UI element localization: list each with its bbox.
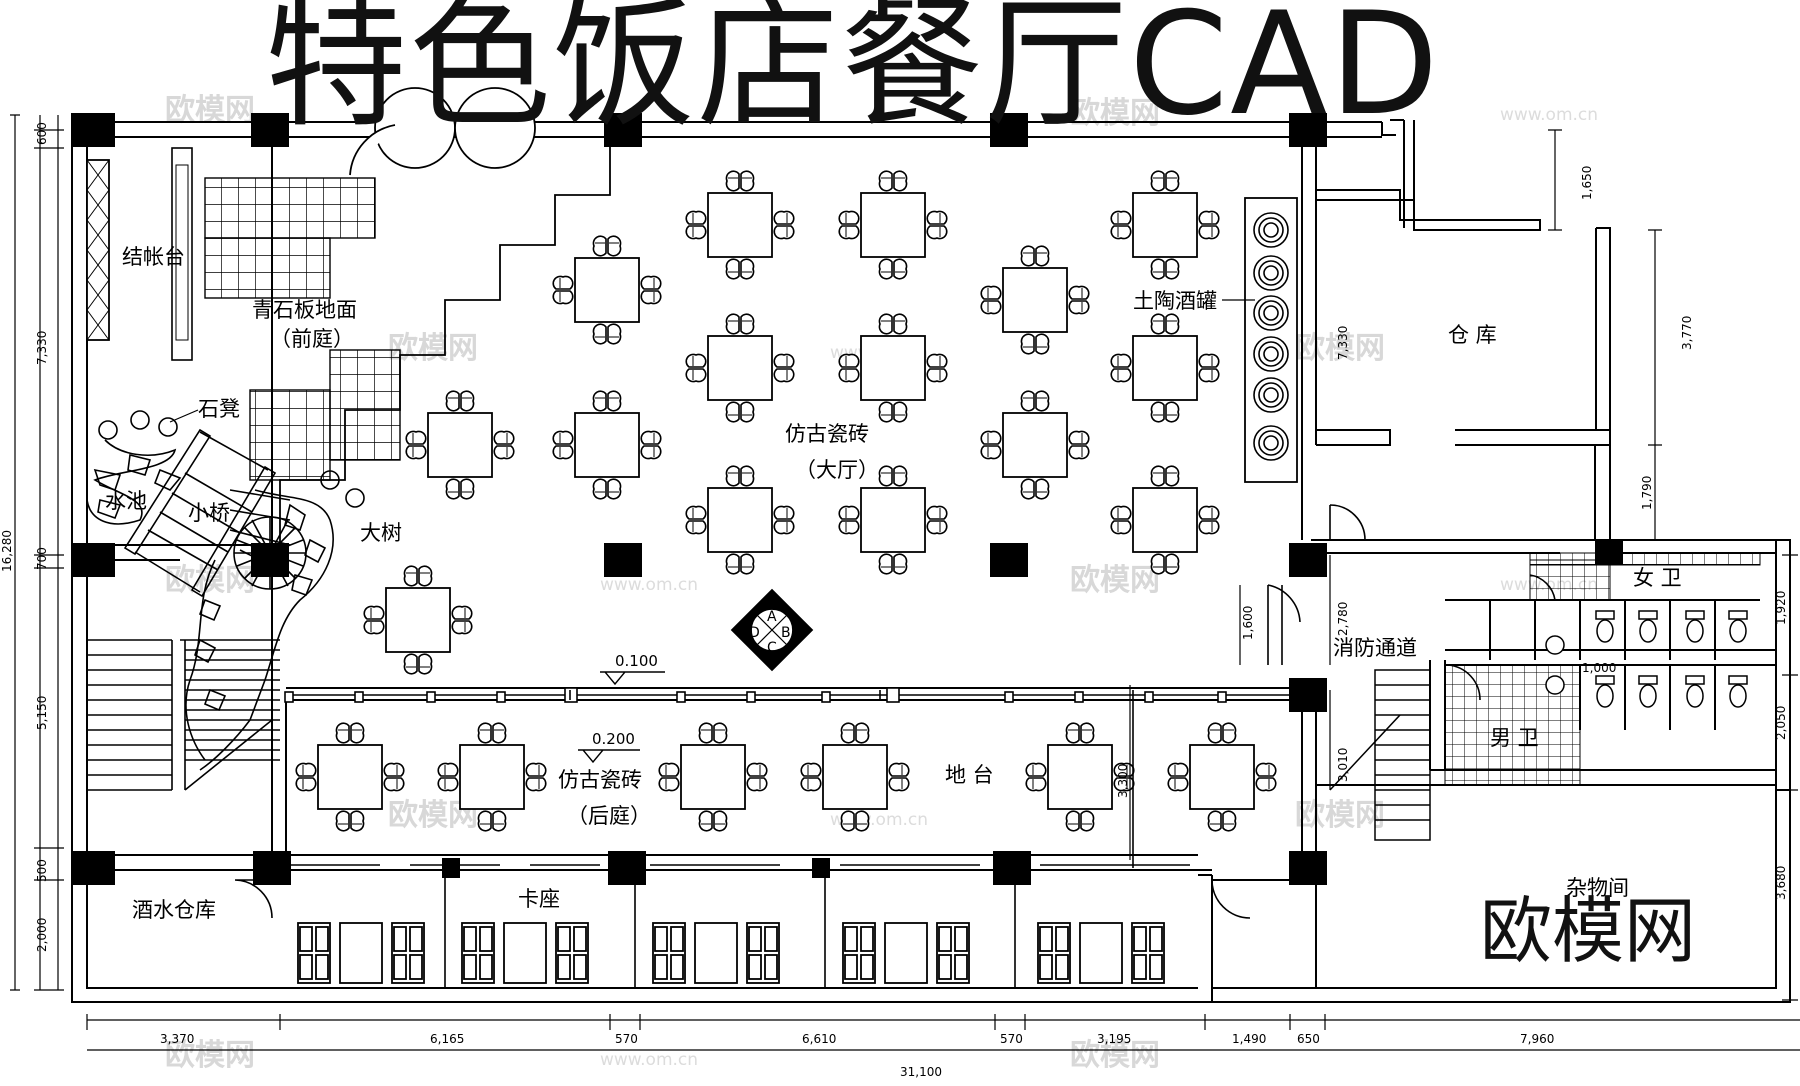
label-pond: 水池 xyxy=(105,489,147,513)
watermark: 欧模网 xyxy=(1295,798,1385,833)
label-stage: 地 台 xyxy=(945,763,994,787)
dim-bottom-7: 1,490 xyxy=(1232,1032,1266,1046)
label-booth: 卡座 xyxy=(518,887,560,911)
back-rail xyxy=(284,687,1290,868)
dim-right-top-3: 1,790 xyxy=(1640,476,1654,510)
dim-right-3: 3,680 xyxy=(1774,866,1788,900)
dim-inner-2: 1,600 xyxy=(1241,606,1255,640)
toilets xyxy=(1545,610,1748,708)
brand-logo-text: 欧模网 xyxy=(1480,889,1697,973)
dim-inner-3: 2,780 xyxy=(1336,602,1350,636)
label-women-wc: 女 卫 xyxy=(1633,566,1682,590)
dim-right-1: 1,920 xyxy=(1774,591,1788,625)
label-fire-exit: 消防通道 xyxy=(1333,636,1417,660)
label-stool: 石凳 xyxy=(198,397,240,421)
dim-left-total: 16,280 xyxy=(0,530,14,572)
entrance-doors xyxy=(349,87,536,176)
compass xyxy=(730,588,814,672)
cashier-counter xyxy=(86,159,110,341)
dim-left-1: 600 xyxy=(35,122,49,145)
paving-grid xyxy=(204,237,331,299)
garden xyxy=(86,410,365,791)
dimension-lines xyxy=(10,114,1800,1051)
watermark: 欧模网 xyxy=(1070,1038,1160,1073)
dim-inner-5: 3,300 xyxy=(1116,764,1130,798)
label-cashier: 结帐台 xyxy=(122,245,185,269)
cashier-hatch xyxy=(86,159,110,341)
dim-left-2: 7,330 xyxy=(35,331,49,365)
dim-bottom-8: 650 xyxy=(1297,1032,1320,1046)
watermark: 欧模网 xyxy=(1070,96,1160,131)
booths xyxy=(297,870,1165,988)
label-back-court: 仿古瓷砖 xyxy=(558,768,642,792)
label-bridge: 小桥 xyxy=(188,501,230,525)
watermark: 欧模网 xyxy=(388,331,478,366)
dim-left-5: 500 xyxy=(35,859,49,882)
wc-tiles xyxy=(1529,552,1761,566)
dim-inner-6: 3,010 xyxy=(1336,748,1350,782)
label-storage: 杂物间 xyxy=(1566,876,1629,900)
label-hall-sub: （大厅） xyxy=(795,458,879,482)
paving-grid xyxy=(329,349,401,461)
dim-inner-4: 1,000 xyxy=(1582,661,1616,675)
dim-bottom-5: 570 xyxy=(1000,1032,1023,1046)
tree-symbol xyxy=(233,516,307,590)
dim-bottom-4: 6,610 xyxy=(802,1032,836,1046)
compass-a: A xyxy=(767,609,777,625)
level-markers xyxy=(578,671,665,764)
page-title: 特色饭店餐厅CAD xyxy=(265,0,1441,147)
label-men-wc: 男 卫 xyxy=(1490,726,1539,750)
wc-tiles xyxy=(1529,559,1611,601)
label-tree: 大树 xyxy=(360,521,402,545)
dim-inner-1: 7,330 xyxy=(1336,326,1350,360)
fire-stair xyxy=(1329,669,1431,841)
cashier-shelf-inner xyxy=(175,164,189,341)
label-front-court-sub: （前庭） xyxy=(270,327,354,351)
watermark: 欧模网 xyxy=(165,563,255,598)
compass-b: B xyxy=(781,625,791,641)
cashier-shelf xyxy=(171,147,193,361)
paving-grid xyxy=(204,177,376,239)
dim-bottom-2: 6,165 xyxy=(430,1032,464,1046)
label-front-court: 青石板地面 xyxy=(252,298,357,322)
dim-right-top-1: 1,650 xyxy=(1580,166,1594,200)
label-jars: 土陶酒罐 xyxy=(1133,289,1217,313)
label-back-court-sub: （后庭） xyxy=(567,804,651,828)
dim-bottom-9: 7,960 xyxy=(1520,1032,1554,1046)
dim-right-2: 2,050 xyxy=(1774,706,1788,740)
back-level: 0.200 xyxy=(592,730,635,748)
label-hall: 仿古瓷砖 xyxy=(785,422,869,446)
watermark: 欧模网 xyxy=(165,1038,255,1073)
label-wine-store: 酒水仓库 xyxy=(132,898,216,922)
compass-d: D xyxy=(749,625,760,641)
watermark-url: www.om.cn xyxy=(600,575,698,595)
label-warehouse: 仓 库 xyxy=(1448,323,1497,347)
dim-left-4: 5,150 xyxy=(35,696,49,730)
watermark-url: www.om.cn xyxy=(600,1050,698,1070)
dim-bottom-total: 31,100 xyxy=(900,1065,942,1079)
stepped-boundary xyxy=(279,137,611,548)
dim-left-6: 2,000 xyxy=(35,918,49,952)
dim-bottom-1: 3,370 xyxy=(160,1032,194,1046)
watermark: 欧模网 xyxy=(1070,563,1160,598)
compass-c: C xyxy=(767,640,777,656)
dim-right-top-2: 3,770 xyxy=(1680,316,1694,350)
dim-left-3: 700 xyxy=(35,547,49,570)
watermark-url: www.om.cn xyxy=(1500,105,1598,125)
hall-level: 0.100 xyxy=(615,652,658,670)
watermark: 欧模网 xyxy=(1295,331,1385,366)
dim-bottom-3: 570 xyxy=(615,1032,638,1046)
dim-bottom-6: 3,195 xyxy=(1097,1032,1131,1046)
